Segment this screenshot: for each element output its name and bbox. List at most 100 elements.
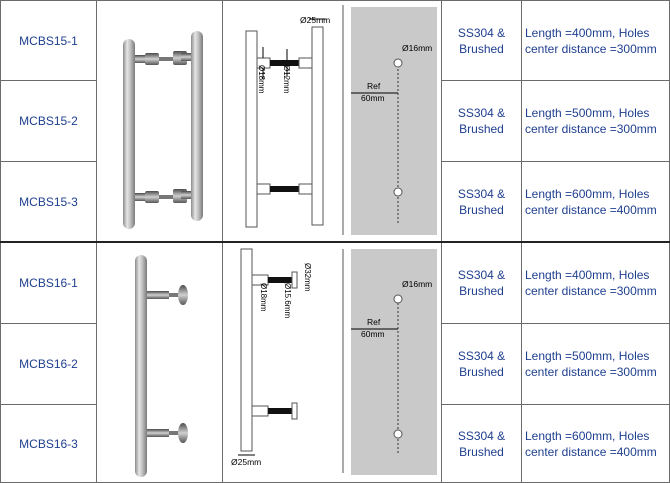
spec-cell: Length =400mm, Holes center distance =30… — [522, 243, 669, 323]
standoff-outline — [298, 57, 313, 69]
end-cap-outline — [291, 402, 298, 420]
spec-length: Length =400mm, Holes — [525, 25, 650, 40]
spec-center-distance: center distance =400mm — [525, 444, 657, 459]
spec-center-distance: center distance =300mm — [525, 41, 657, 56]
material-cell: SS304 & Brushed — [442, 405, 521, 482]
standoff-diameter-label: Ø18mm — [259, 283, 268, 312]
screw — [169, 293, 179, 297]
material-finish: Brushed — [459, 122, 504, 136]
standoff — [135, 55, 153, 63]
hole-marker — [393, 187, 403, 197]
standoff — [135, 193, 153, 201]
ref-label: Ref — [367, 317, 381, 327]
spec-length: Length =500mm, Holes — [525, 106, 650, 120]
model-code: MCBS15-2 — [19, 114, 78, 128]
row-divider — [0, 404, 96, 405]
material-finish: Brushed — [459, 41, 504, 56]
row-divider — [0, 323, 96, 324]
material-grade: SS304 & — [457, 349, 506, 363]
standoff-outline — [251, 405, 269, 417]
screw-outline — [270, 60, 300, 66]
spec-cell: Length =600mm, Holes center distance =40… — [522, 162, 669, 241]
end-cap-outline — [291, 271, 298, 289]
material-grade: SS304 & — [457, 186, 506, 201]
spec-cell: Length =400mm, Holes center distance =30… — [522, 1, 669, 80]
standoff-outline — [256, 183, 271, 195]
material-cell: SS304 & Brushed — [442, 162, 521, 241]
model-code: MCBS16-2 — [19, 357, 78, 371]
row-divider — [441, 80, 670, 81]
model-code: MCBS15-3 — [19, 194, 78, 209]
model-code: MCBS15-1 — [19, 33, 78, 48]
standoff — [181, 53, 191, 61]
tube-outline — [245, 30, 258, 228]
material-finish: Brushed — [459, 202, 504, 217]
material-grade: SS304 & — [457, 268, 506, 282]
spec-cell: Length =500mm, Holes center distance =30… — [522, 324, 669, 404]
ref-value: 60mm — [361, 329, 385, 339]
standoff — [145, 53, 159, 65]
spec-cell: Length =500mm, Holes center distance =30… — [522, 81, 669, 161]
standoff — [147, 291, 169, 299]
product-photo-mcbs16 — [135, 255, 188, 477]
handle-tube — [123, 39, 135, 229]
product-photo-mcbs15 — [123, 31, 203, 229]
material-cell: SS304 & Brushed — [442, 324, 521, 404]
material-finish: Brushed — [459, 444, 504, 459]
material-grade: SS304 & — [457, 106, 506, 120]
screw-outline — [268, 277, 292, 283]
ref-label: Ref — [367, 81, 381, 91]
row-divider — [0, 161, 96, 162]
hole-marker — [393, 294, 403, 304]
material-finish: Brushed — [459, 284, 504, 298]
screw — [169, 431, 179, 435]
standoff — [181, 191, 191, 199]
technical-drawing-mcbs15: Ø25mm Ø18mm Ø12mm Ø16mm Ref 60mm — [245, 5, 437, 235]
table-border-top — [0, 0, 670, 1]
hole-diameter-label: Ø16mm — [402, 279, 432, 289]
material-finish: Brushed — [459, 365, 504, 379]
ref-value: 60mm — [361, 93, 385, 103]
glass-panel — [351, 7, 437, 235]
end-cap — [178, 423, 188, 443]
spec-center-distance: center distance =400mm — [525, 202, 657, 217]
material-cell: SS304 & Brushed — [442, 243, 521, 323]
standoff — [145, 191, 159, 203]
model-code: MCBS16-3 — [19, 436, 78, 451]
tube-diameter-label: Ø25mm — [300, 15, 330, 25]
standoff — [147, 429, 169, 437]
spec-length: Length =500mm, Holes — [525, 349, 650, 363]
model-code: MCBS16-1 — [19, 276, 78, 290]
spec-length: Length =400mm, Holes — [525, 268, 650, 282]
cap-diameter-label: Ø32mm — [303, 263, 312, 292]
glass-panel — [351, 249, 437, 475]
material-grade: SS304 & — [457, 428, 506, 443]
hole-diameter-label: Ø16mm — [402, 43, 432, 53]
screw-outline — [270, 186, 300, 192]
technical-drawing-mcbs16: Ø18mm Ø15.6mm Ø32mm Ø25mm Ø16mm Ref 60mm — [231, 248, 437, 475]
handle-tube — [135, 255, 147, 477]
standoff-diameter-label: Ø18mm — [257, 65, 266, 94]
row-divider — [441, 161, 670, 162]
screw — [159, 57, 173, 61]
material-cell: SS304 & Brushed — [442, 81, 521, 161]
screw — [159, 195, 173, 199]
spec-length: Length =600mm, Holes — [525, 186, 650, 201]
spec-center-distance: center distance =300mm — [525, 122, 657, 136]
row-divider — [441, 404, 670, 405]
tube-diameter-label: Ø25mm — [231, 457, 261, 467]
screw-diameter-label: Ø12mm — [282, 65, 291, 94]
spec-center-distance: center distance =300mm — [525, 365, 657, 379]
material-grade: SS304 & — [457, 25, 506, 40]
end-cap — [178, 285, 188, 305]
material-cell: SS304 & Brushed — [442, 1, 521, 80]
row-divider — [0, 80, 96, 81]
standoff-outline — [298, 183, 313, 195]
spec-cell: Length =600mm, Holes center distance =40… — [522, 405, 669, 482]
screw-outline — [268, 408, 292, 414]
screw-diameter-label: Ø15.6mm — [283, 283, 292, 318]
handle-tube — [191, 31, 203, 221]
hole-marker — [393, 58, 403, 68]
spec-center-distance: center distance =300mm — [525, 284, 657, 298]
